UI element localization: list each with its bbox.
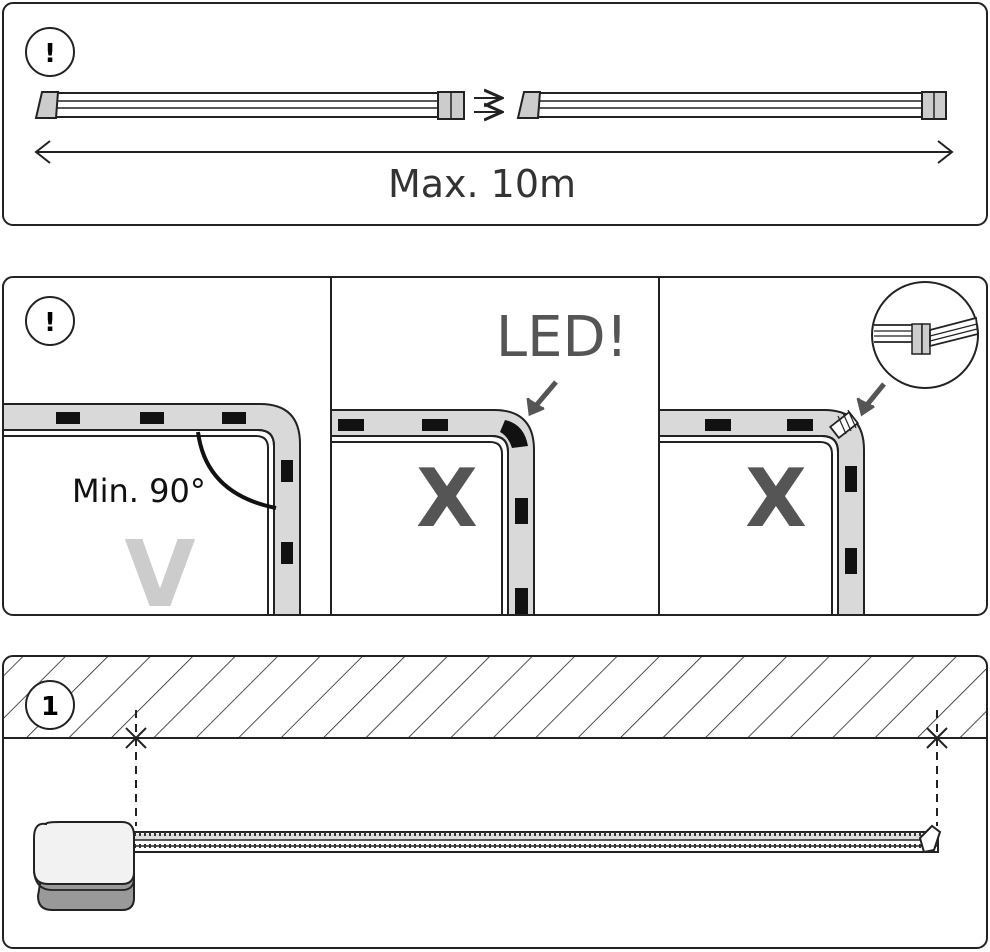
connect-arrows [474,98,500,112]
cross-mark-center: X [416,452,478,545]
led-chip [787,419,813,431]
led-chip [845,466,857,492]
led-chip [338,419,364,431]
led-chip [705,419,731,431]
led-chip [422,419,448,431]
max-length-dimension [34,140,954,164]
led-strip-on-wall [133,824,942,854]
warning-badge-top-text: ! [44,39,56,69]
led-chip [222,412,246,424]
mount-mark-right [926,710,948,826]
led-chip [515,588,528,614]
led-chip [281,460,293,482]
led-corner-wrong-panel: LED! X [331,305,628,614]
correct-bend-panel: Min. 90° V [4,403,301,628]
warning-badge-middle-text: ! [44,308,56,338]
corner-connector [828,409,860,440]
top-panel: ! Max. 1 [2,2,988,226]
led-chip [140,412,164,424]
step-number: 1 [41,692,59,722]
middle-panel: Min. 90° V ! LED! X [2,276,988,628]
peel-tab [918,824,942,854]
warning-badge-top: ! [25,27,75,77]
light-strip-1 [34,91,465,120]
led-chip [515,498,528,524]
mount-mark-left [125,710,147,826]
led-chip [845,548,857,574]
min-angle-label: Min. 90° [72,472,206,510]
led-chip [56,412,80,424]
led-pointer-arrow [532,380,558,410]
led-chip [281,542,293,564]
check-mark: V [124,521,195,628]
warning-badge-middle: ! [25,296,75,346]
angle-arc [196,431,277,510]
strip-end-cap [516,91,542,119]
connector-pointer-arrow [864,382,886,408]
max-length-label: Max. 10m [388,162,576,206]
light-strip-2 [516,91,947,120]
bottom-panel: 1 [2,655,988,949]
controller-box [33,821,135,911]
led-warning-label: LED! [496,305,628,370]
wall-hatching [4,657,986,738]
strip-end-cap [34,91,60,119]
led-chip-on-corner [500,420,528,448]
connector-corner-wrong-panel: X [659,382,886,614]
connector-detail-zoom [871,281,979,389]
step-badge-1: 1 [25,680,75,730]
cross-mark-right: X [745,452,807,545]
